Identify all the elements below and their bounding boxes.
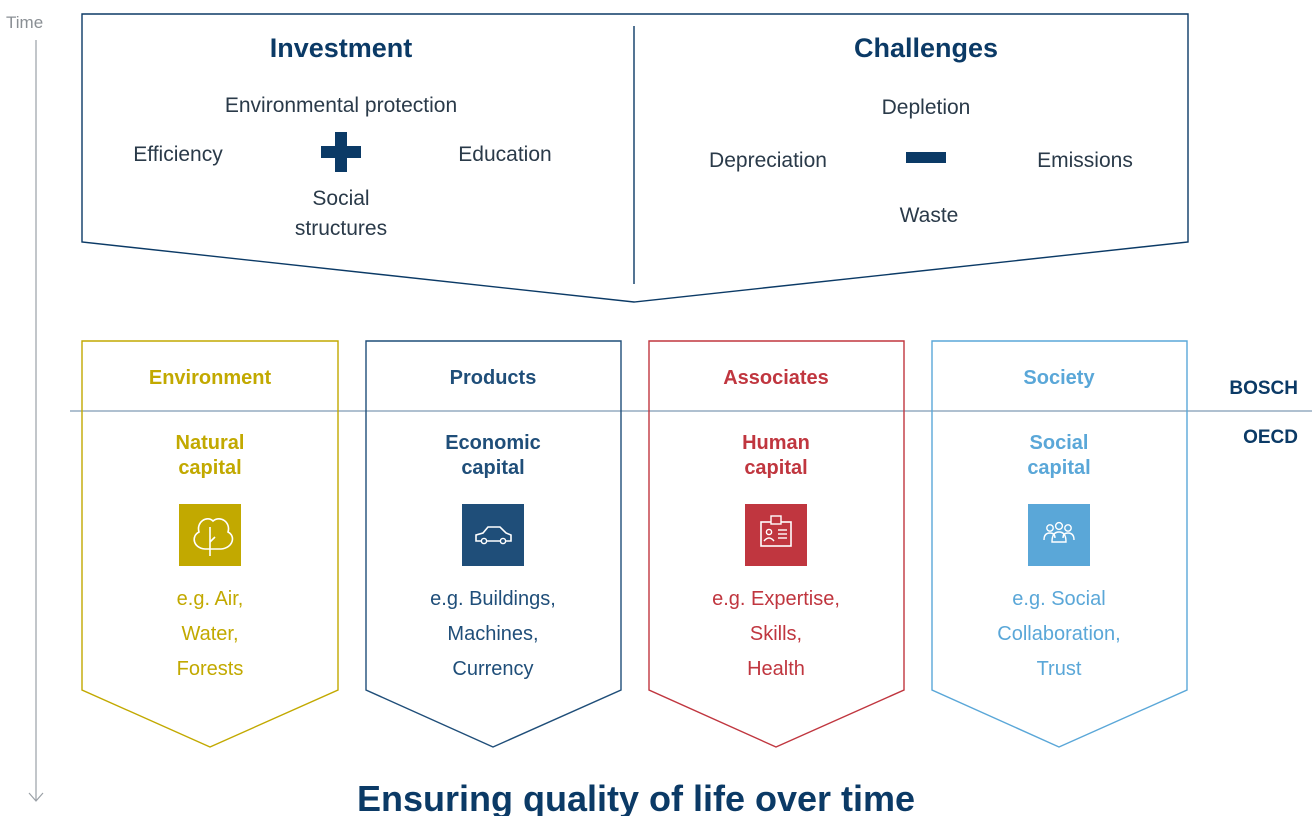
capital-line: capital: [178, 457, 241, 479]
oecd-label: OECD: [1243, 427, 1298, 448]
example-line: Trust: [1037, 658, 1082, 680]
capital-line: Human: [742, 432, 810, 454]
investment-item: Social: [312, 187, 369, 210]
pillar-outline: [931, 340, 1188, 748]
capital-line: capital: [744, 457, 807, 479]
example-line: Forests: [177, 658, 244, 680]
bosch-label: BOSCH: [1229, 378, 1298, 399]
time-axis-arrowhead: [28, 792, 44, 802]
people-group-icon: [1028, 504, 1090, 566]
capital-line: Social: [1030, 432, 1089, 454]
challenges-item: Emissions: [1037, 149, 1133, 172]
capital-line: Economic: [445, 432, 541, 454]
footer-title: Ensuring quality of life over time: [357, 778, 915, 816]
example-line: Health: [747, 658, 805, 680]
challenges-title: Challenges: [854, 33, 998, 63]
pillar-title: Society: [1023, 367, 1095, 389]
time-label: Time: [6, 13, 43, 32]
capital-line: capital: [461, 457, 524, 479]
pillar-outline: [648, 340, 905, 748]
example-line: e.g. Expertise,: [712, 588, 840, 610]
investment-item: Efficiency: [133, 143, 223, 166]
example-line: e.g. Social: [1012, 588, 1105, 610]
investment-item: Environmental protection: [225, 94, 457, 117]
pillar-associates: Associates Human capital e.g. Expertise,…: [648, 340, 905, 748]
minus-icon: [906, 152, 946, 163]
plus-icon: [321, 132, 361, 172]
tree-icon: [179, 504, 241, 566]
example-line: e.g. Buildings,: [430, 588, 556, 610]
example-line: Machines,: [447, 623, 538, 645]
pillar-environment: Environment Natural capital e.g. Air, Wa…: [81, 340, 339, 748]
id-badge-icon: [745, 504, 807, 566]
example-line: Collaboration,: [997, 623, 1120, 645]
investment-challenges-box: [81, 13, 1189, 303]
challenges-item: Waste: [900, 204, 959, 227]
pillar-title: Associates: [723, 367, 829, 389]
challenges-item: Depreciation: [709, 149, 827, 172]
car-icon: [462, 504, 524, 566]
challenges-item: Depletion: [882, 96, 971, 119]
pillar-outline: [81, 340, 339, 748]
investment-item: Education: [458, 143, 551, 166]
pillar-outline: [365, 340, 622, 748]
investment-title: Investment: [270, 33, 413, 63]
pillar-title: Environment: [149, 367, 272, 389]
pillar-products: Products Economic capital e.g. Buildings…: [365, 340, 622, 748]
pillar-society: Society Social capital e.g. Social Colla…: [931, 340, 1188, 748]
example-line: e.g. Air,: [177, 588, 244, 610]
example-line: Skills,: [750, 623, 802, 645]
capital-line: Natural: [176, 432, 245, 454]
capital-line: capital: [1027, 457, 1090, 479]
investment-item: structures: [295, 217, 387, 240]
example-line: Water,: [181, 623, 238, 645]
example-line: Currency: [452, 658, 533, 680]
pillar-title: Products: [450, 367, 537, 389]
